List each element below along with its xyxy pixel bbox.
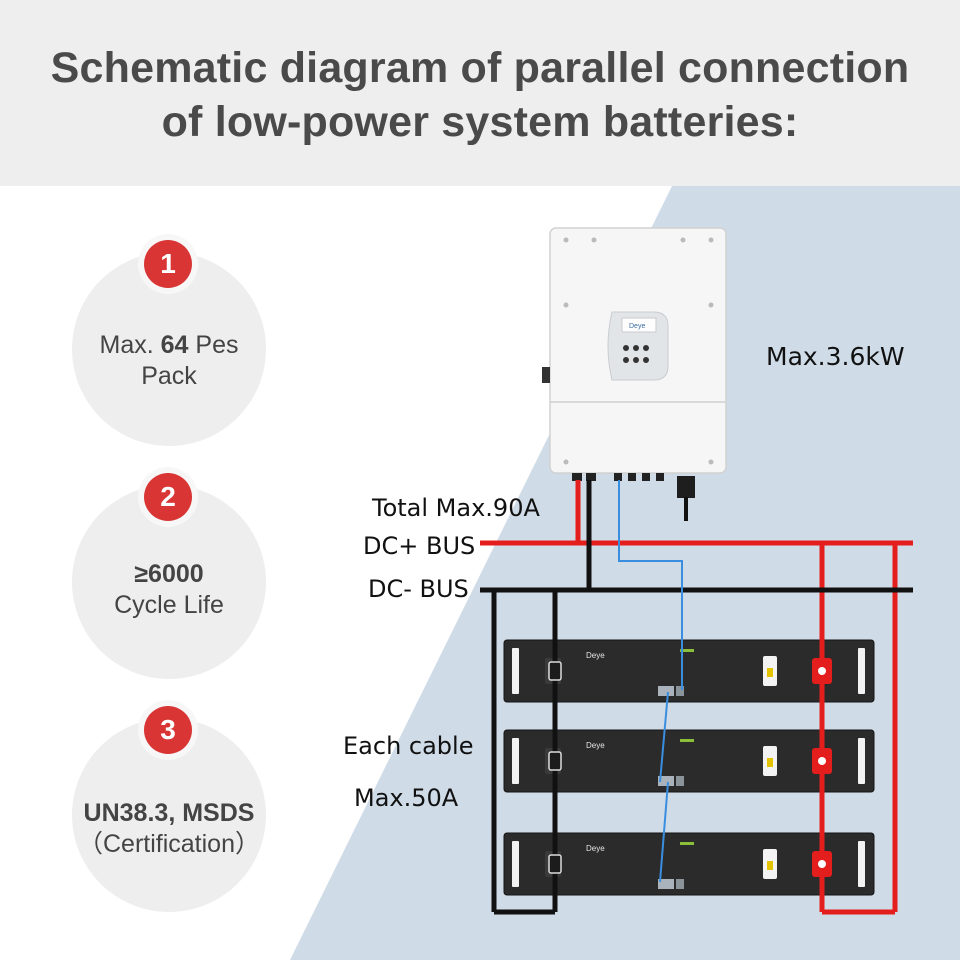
comm-link-2-3 — [659, 781, 669, 883]
battery-comm-port — [658, 686, 674, 696]
total-current-label: Total Max.90A — [372, 494, 540, 522]
feature-text-1: Max. 64 Pes Pack — [62, 330, 276, 392]
battery-brand-logo: Deye — [586, 651, 605, 660]
feature-1-prefix: Max. — [99, 331, 161, 359]
cable-current-label-line-2: Max.50A — [354, 784, 459, 812]
communication-wiring — [618, 480, 683, 883]
battery-module: Deye — [503, 729, 875, 793]
inverter-comm-cable — [618, 480, 683, 690]
feature-3-value: UN38.3, MSDS — [83, 799, 255, 827]
positive-wiring — [480, 480, 913, 915]
inverter-brand-logo: Deye — [629, 323, 645, 330]
battery-comm-port — [658, 776, 674, 786]
battery-comm-port — [658, 879, 674, 889]
battery-module: Deye — [503, 639, 875, 703]
feature-number-badge-3: 3 — [144, 706, 192, 754]
negative-connector-plug — [548, 751, 562, 771]
inverter: Deye — [542, 227, 727, 521]
feature-1-value: 64 — [160, 331, 189, 359]
feature-text-2: ≥6000 Cycle Life — [62, 559, 276, 621]
cable-current-label-line-1: Each cable — [343, 732, 474, 760]
dc-plus-bus-label: DC+ BUS — [363, 532, 476, 560]
header-banner — [0, 0, 960, 186]
comm-link-1-2 — [659, 691, 669, 783]
feature-1-suffix: Pes — [188, 331, 239, 359]
feature-2-line2: Cycle Life — [114, 591, 224, 619]
feature-number-badge-2: 2 — [144, 473, 192, 521]
feature-1-line2: Pack — [141, 362, 197, 390]
inverter-terminals — [572, 473, 695, 521]
inverter-side-switch — [542, 367, 550, 383]
connector-plugs — [548, 658, 832, 877]
feature-3-line2: （Certification） — [78, 830, 260, 858]
battery-brand-logo: Deye — [586, 741, 605, 750]
page-title-line-2: of low-power system batteries: — [161, 98, 799, 146]
feature-text-3: UN38.3, MSDS （Certification） — [62, 798, 276, 860]
battery-brand-logo: Deye — [586, 844, 605, 853]
page-title-line-1: Schematic diagram of parallel connection — [50, 44, 910, 92]
dc-minus-bus-label: DC- BUS — [368, 575, 469, 603]
feature-number-badge-1: 1 — [144, 240, 192, 288]
negative-connector-plug — [548, 854, 562, 874]
feature-2-value: ≥6000 — [134, 560, 204, 588]
inverter-display-panel: Deye — [607, 311, 669, 381]
inverter-power-label: Max.3.6kW — [766, 342, 905, 371]
negative-connector-plug — [548, 661, 562, 681]
